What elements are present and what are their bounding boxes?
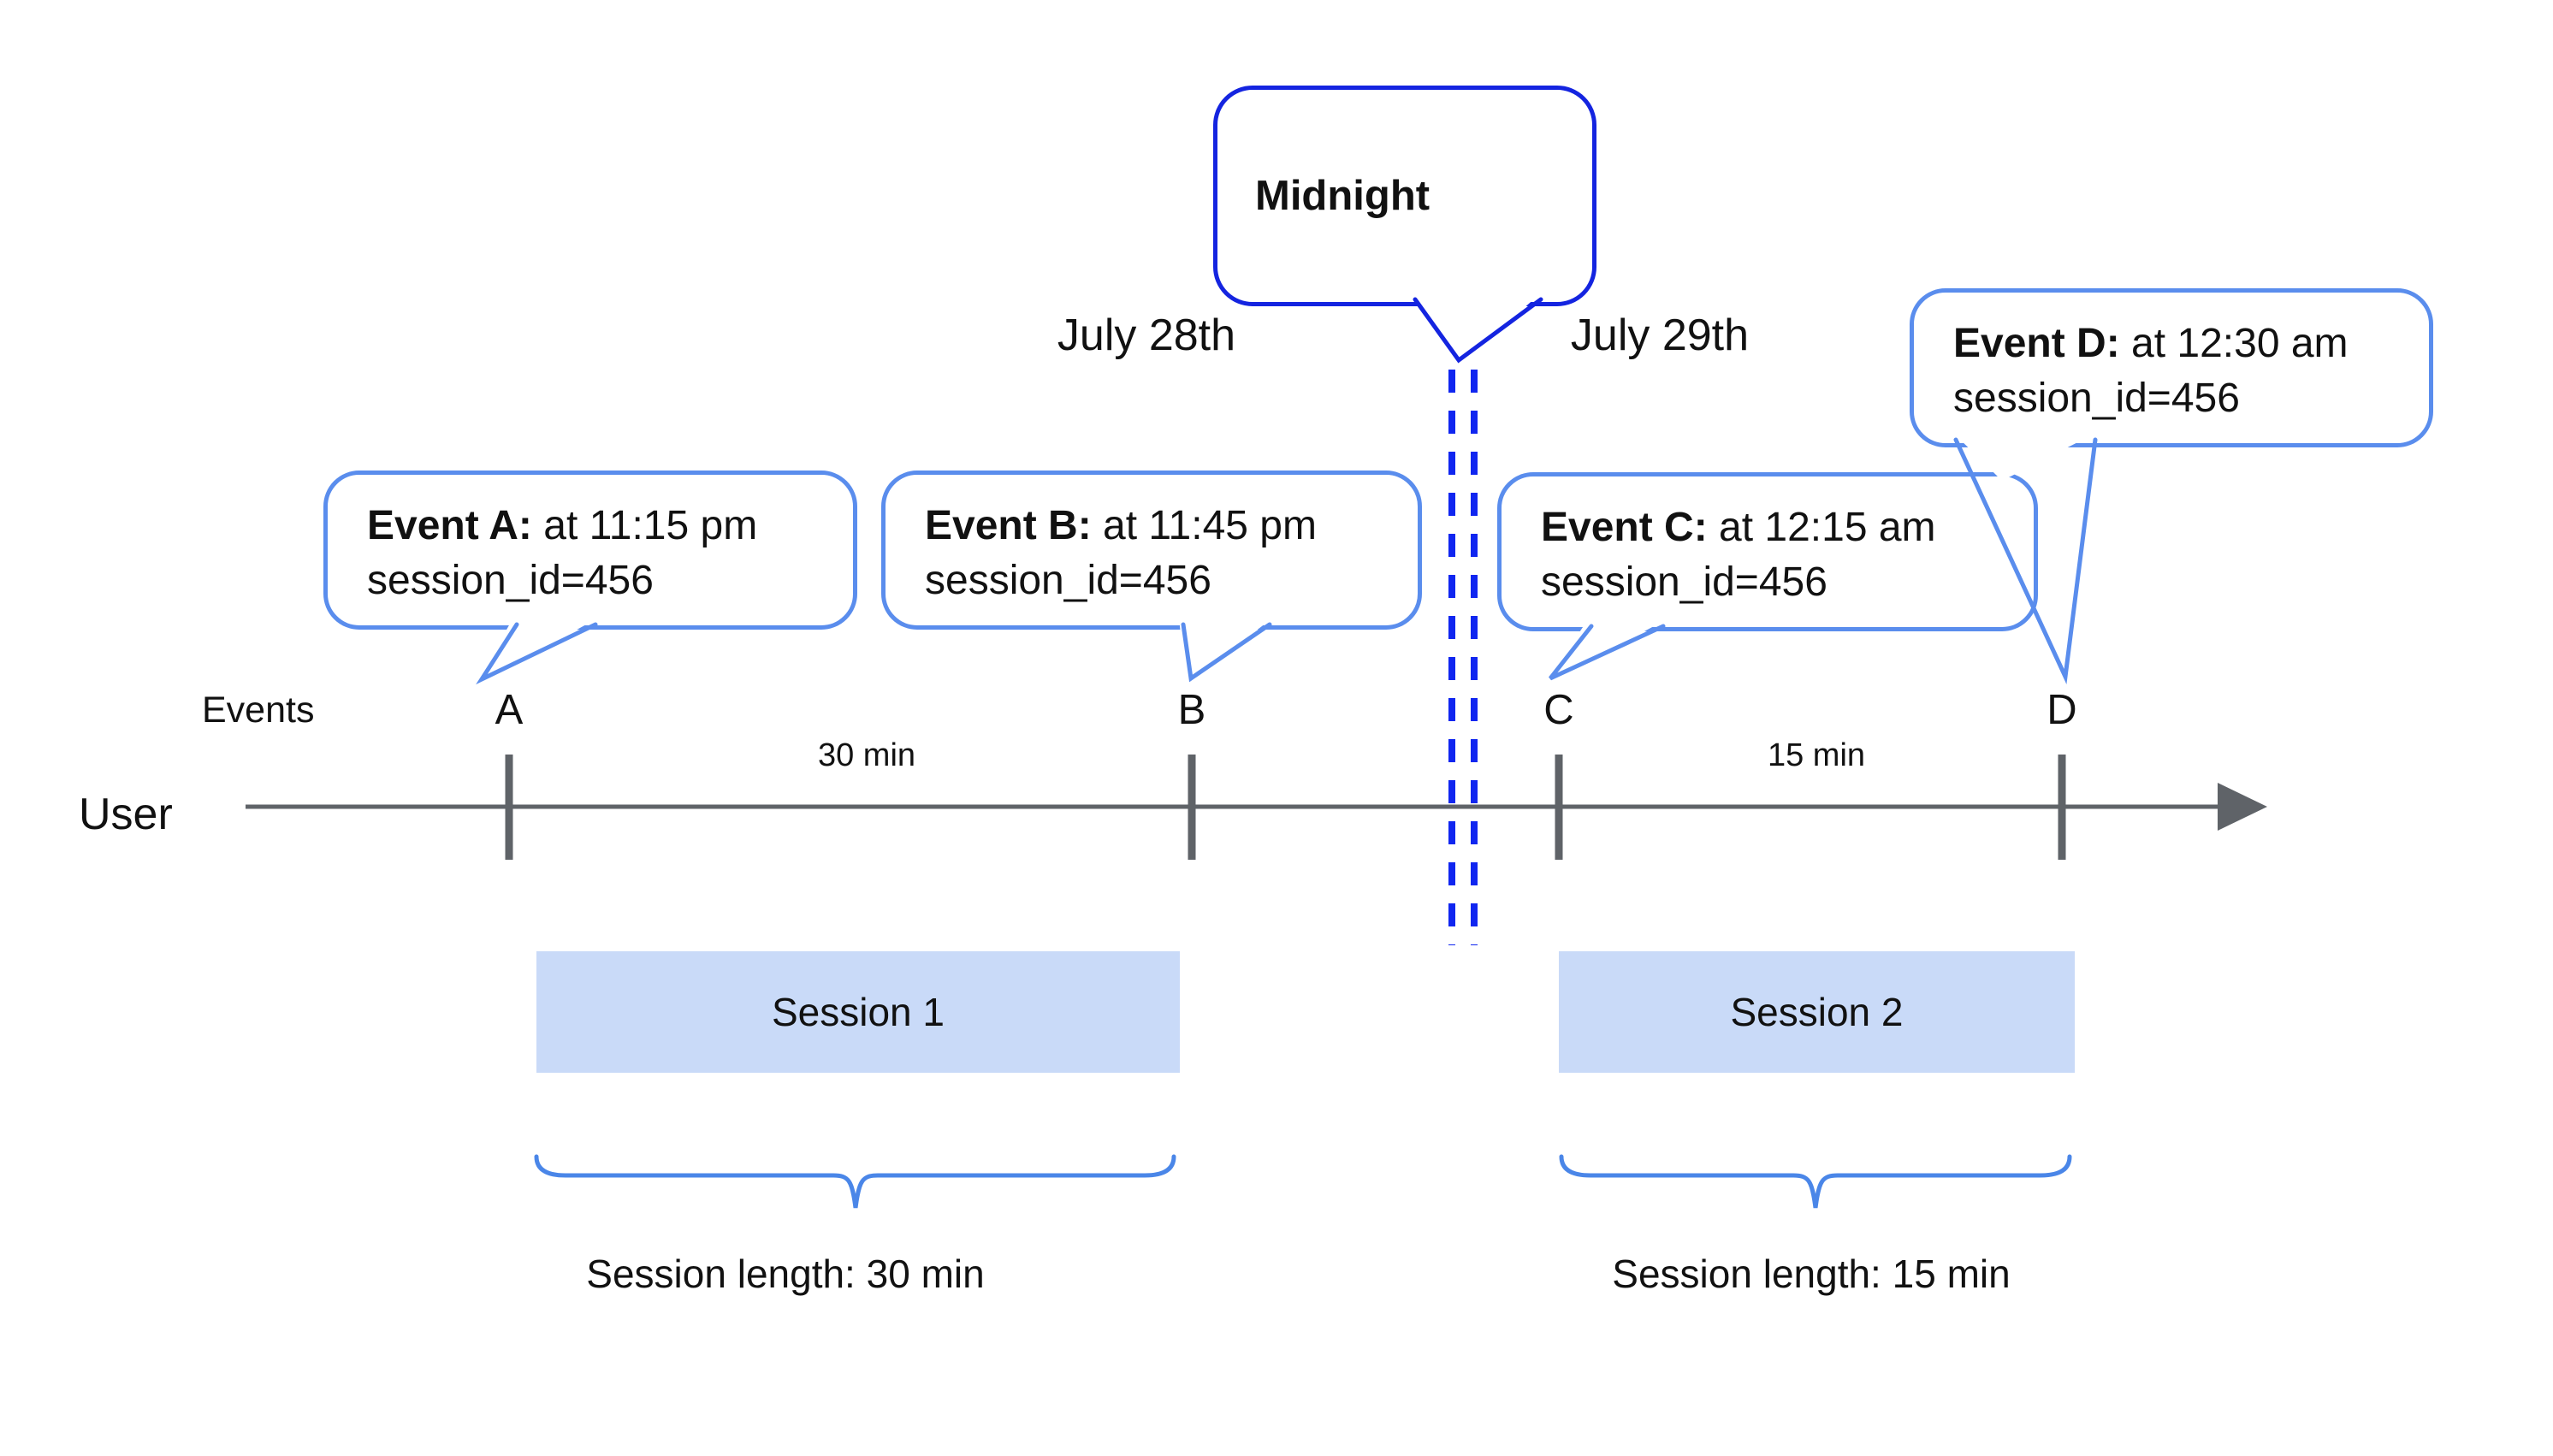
event-c-callout-time: at 12:15 am: [1707, 505, 1936, 550]
timeline-arrowhead-icon: [2218, 783, 2267, 831]
event-d-letter: D: [2047, 687, 2077, 733]
session2-brace: [1559, 1154, 2072, 1209]
event-c-callout: Event C: at 12:15 am session_id=456: [1497, 472, 2038, 631]
session2-length-label: Session length: 15 min: [1612, 1252, 2011, 1296]
event-d-callout-title: Event D:: [1953, 321, 2120, 366]
event-b-callout-time: at 11:45 pm: [1091, 503, 1317, 548]
session1-length-label: Session length: 30 min: [586, 1252, 985, 1296]
event-a-letter: A: [495, 687, 524, 733]
session1-box: Session 1: [536, 951, 1180, 1073]
event-c-callout-session: session_id=456: [1541, 559, 1827, 605]
session1-label: Session 1: [771, 990, 945, 1034]
session2-label: Session 2: [1730, 990, 1904, 1034]
event-b-callout-session: session_id=456: [925, 558, 1211, 603]
event-b-letter: B: [1177, 687, 1206, 733]
date-label-july-29: July 29th: [1570, 311, 1750, 360]
event-d-callout-time: at 12:30 am: [2119, 321, 2349, 366]
interval-ab-label: 30 min: [817, 737, 916, 773]
events-row-label: Events: [202, 690, 315, 731]
session1-brace: [534, 1154, 1176, 1209]
session2-box: Session 2: [1559, 951, 2075, 1073]
event-b-callout: Event B: at 11:45 pm session_id=456: [881, 471, 1422, 630]
event-d-callout: Event D: at 12:30 am session_id=456: [1910, 288, 2433, 447]
midnight-callout-label: Midnight: [1255, 173, 1431, 219]
event-c-callout-title: Event C:: [1541, 505, 1708, 550]
interval-cd-label: 15 min: [1767, 737, 1866, 773]
event-b-callout-title: Event B:: [925, 503, 1092, 548]
date-label-july-28: July 28th: [1057, 311, 1236, 360]
event-a-callout-time: at 11:15 pm: [531, 503, 758, 548]
event-a-callout-session: session_id=456: [367, 558, 654, 603]
event-a-callout: Event A: at 11:15 pm session_id=456: [323, 471, 857, 630]
midnight-callout: Midnight: [1213, 86, 1596, 306]
event-c-letter: C: [1543, 687, 1574, 733]
event-a-callout-title: Event A:: [367, 503, 532, 548]
user-row-label: User: [79, 790, 173, 839]
event-d-callout-session: session_id=456: [1953, 376, 2240, 421]
